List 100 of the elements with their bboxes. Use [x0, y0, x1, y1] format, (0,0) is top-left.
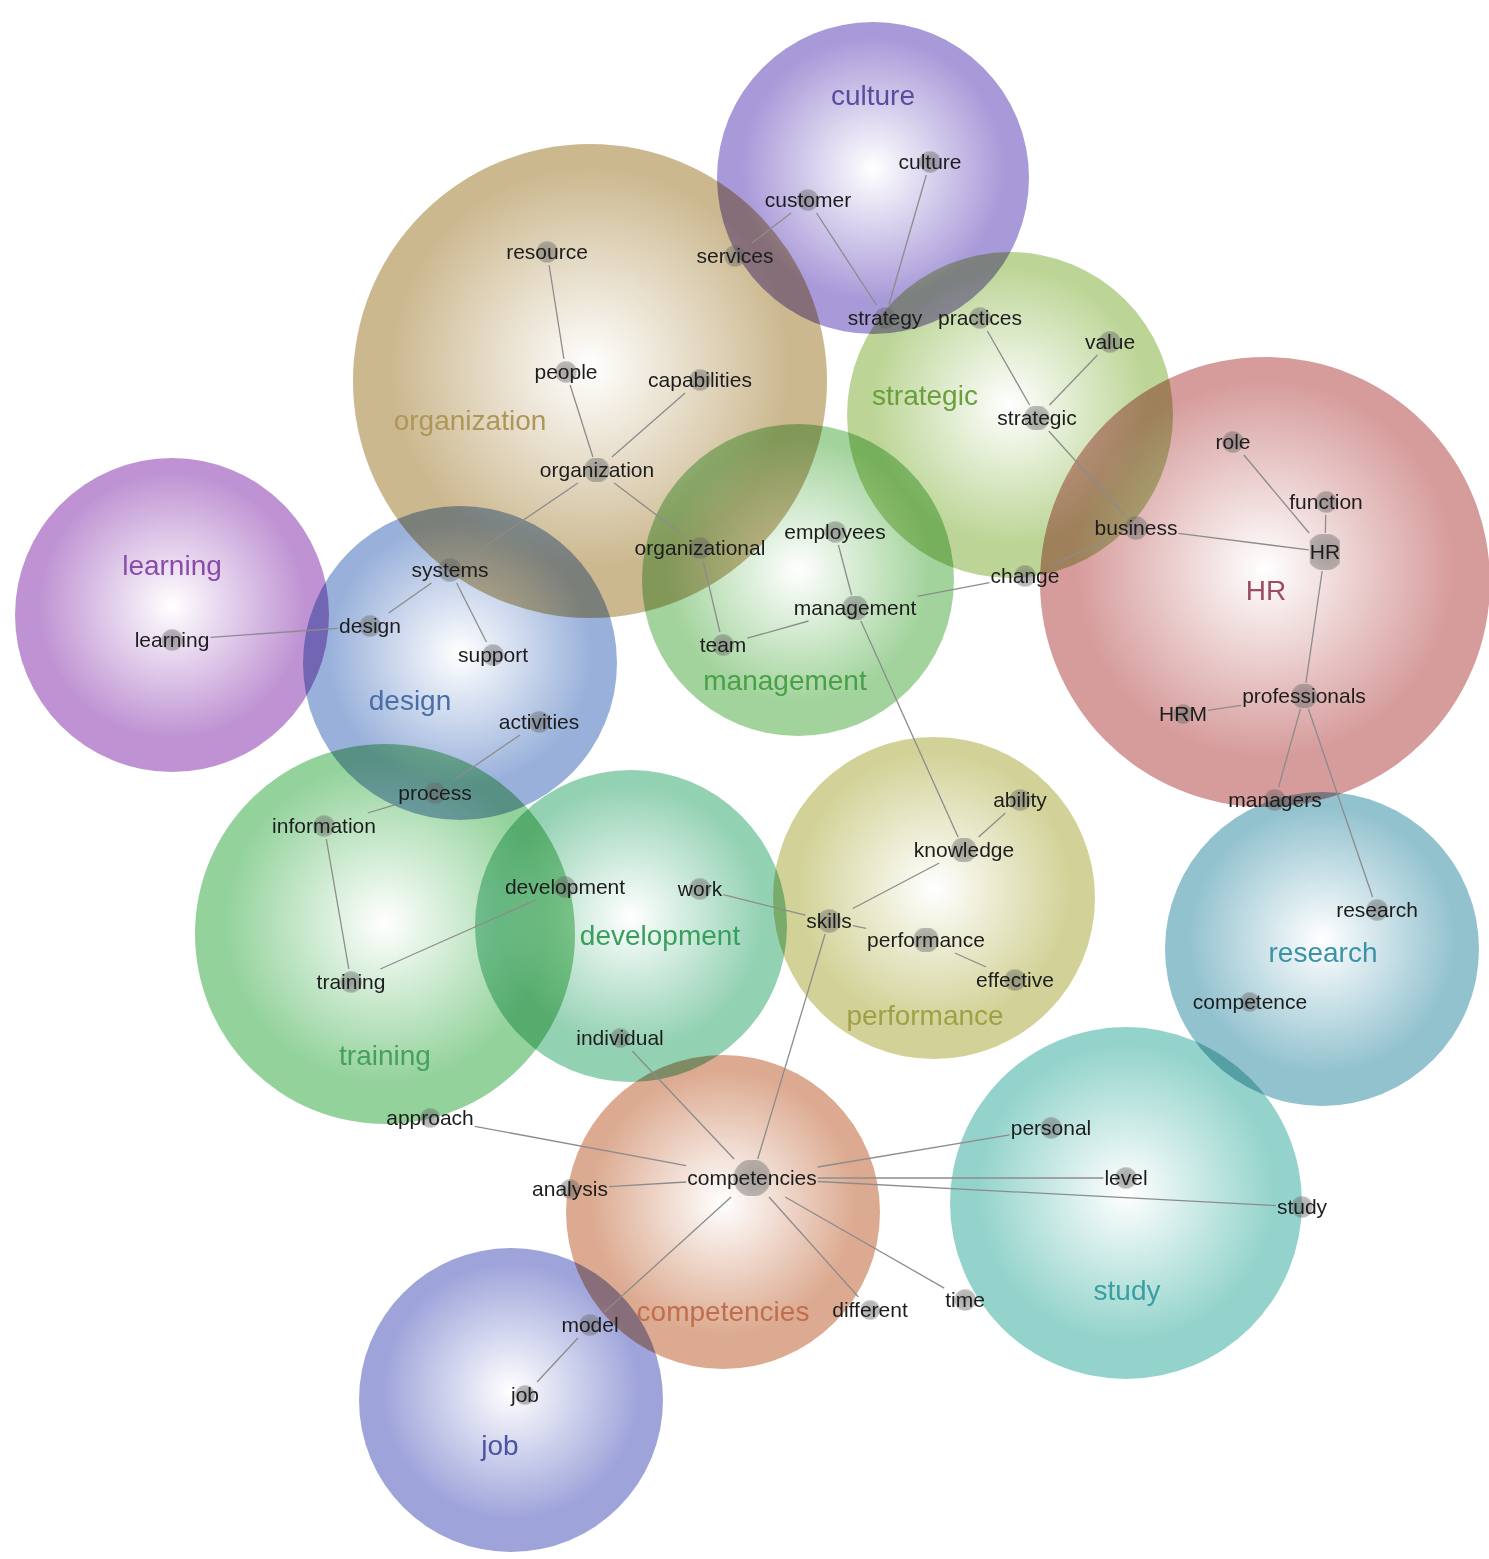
- connector-line: [1054, 540, 1107, 564]
- connector-line: [613, 482, 684, 536]
- connector-line: [548, 264, 565, 360]
- keyword-label: different: [832, 1298, 908, 1322]
- keyword-label: employees: [784, 520, 886, 544]
- keyword-label: ability: [993, 788, 1047, 812]
- keyword-label: competencies: [687, 1160, 817, 1196]
- keyword-label: job: [511, 1383, 539, 1407]
- connector-line: [1243, 454, 1310, 534]
- keyword-label: process: [398, 781, 472, 805]
- theme-label: design: [368, 684, 452, 716]
- connector-line: [631, 1050, 735, 1160]
- connector-line: [536, 1337, 579, 1383]
- keyword-label: change: [990, 564, 1060, 588]
- connector-line: [977, 812, 1007, 838]
- connector-line: [1305, 570, 1323, 684]
- connector-line: [453, 734, 521, 781]
- connector-line: [757, 933, 826, 1160]
- connector-line: [569, 384, 594, 458]
- connector-line: [852, 862, 940, 910]
- connector-line: [817, 1134, 1011, 1168]
- connector-line: [916, 582, 991, 597]
- theme-label: organization: [393, 404, 547, 436]
- connector-line: [455, 582, 488, 643]
- connector-line: [722, 894, 806, 916]
- keyword-label: competence: [1192, 990, 1308, 1014]
- connector-line: [1324, 514, 1327, 534]
- theme-label: job: [481, 1429, 519, 1461]
- keyword-label: knowledge: [913, 838, 1015, 862]
- theme-label: strategic: [872, 379, 978, 411]
- keyword-label: HRM: [1159, 702, 1207, 726]
- keyword-label: analysis: [532, 1177, 608, 1201]
- keyword-label: skills: [806, 909, 852, 933]
- theme-label: development: [579, 919, 741, 951]
- connector-line: [1048, 430, 1125, 516]
- keyword-label: individual: [576, 1026, 664, 1050]
- theme-label: study: [1093, 1274, 1161, 1306]
- connector-line: [702, 560, 721, 633]
- connector-line: [860, 620, 959, 838]
- connector-line: [954, 952, 987, 968]
- keyword-label: team: [699, 633, 747, 657]
- keyword-label: culture: [898, 150, 962, 174]
- keyword-label: activities: [498, 710, 580, 734]
- connector-line: [474, 1125, 687, 1167]
- keyword-label: people: [534, 360, 598, 384]
- theme-label: culture: [831, 79, 915, 111]
- theme-label: learning: [122, 549, 222, 581]
- connector-line: [608, 1181, 687, 1188]
- keyword-label: approach: [386, 1106, 474, 1130]
- connector-line: [1207, 704, 1242, 711]
- connector-line: [387, 582, 433, 614]
- connector-line: [817, 1177, 1105, 1179]
- connector-line: [325, 838, 350, 970]
- theme-label: HR: [1245, 574, 1287, 606]
- connector-line: [852, 925, 867, 929]
- keyword-label: role: [1215, 430, 1251, 454]
- keyword-label: time: [945, 1288, 985, 1312]
- keyword-label: work: [677, 877, 723, 901]
- keyword-label: strategic: [997, 406, 1077, 430]
- keyword-label: management: [793, 596, 917, 620]
- theme-label: research: [1268, 936, 1378, 968]
- theme-label: performance: [846, 999, 1004, 1031]
- keyword-label: level: [1104, 1166, 1148, 1190]
- keyword-label: design: [339, 614, 401, 638]
- connector-line: [603, 1196, 732, 1313]
- keyword-label: information: [272, 814, 376, 838]
- keyword-label: resource: [506, 240, 588, 264]
- keyword-label: business: [1094, 516, 1178, 540]
- connector-line: [784, 1196, 945, 1289]
- keyword-label: model: [561, 1313, 619, 1337]
- keyword-label: learning: [134, 628, 210, 652]
- keyword-label: practices: [938, 306, 1022, 330]
- keyword-label: performance: [867, 928, 985, 952]
- connector-line: [468, 482, 579, 558]
- keyword-label: function: [1289, 490, 1363, 514]
- connector-line: [209, 627, 339, 638]
- connector-line: [1307, 708, 1374, 898]
- keyword-label: study: [1276, 1195, 1328, 1219]
- keyword-label: organization: [539, 458, 655, 482]
- connector-line: [815, 212, 878, 306]
- theme-label: competencies: [636, 1295, 810, 1327]
- keyword-label: research: [1336, 898, 1418, 922]
- connector-line: [888, 174, 927, 306]
- connector-line: [1177, 532, 1310, 551]
- keyword-label: customer: [764, 188, 852, 212]
- theme-label: training: [339, 1039, 431, 1071]
- connector-line: [986, 330, 1031, 406]
- connector-line: [367, 803, 398, 814]
- keyword-label: support: [458, 643, 528, 667]
- connector-line: [817, 1180, 1277, 1207]
- keyword-label: effective: [976, 968, 1054, 992]
- keyword-label: training: [316, 970, 386, 994]
- theme-label: management: [703, 664, 867, 696]
- connector-line: [837, 544, 853, 596]
- connector-line: [751, 212, 792, 244]
- keyword-label: capabilities: [648, 368, 752, 392]
- connector-line: [768, 1196, 860, 1298]
- connector-line: [379, 899, 537, 970]
- keyword-label: value: [1084, 330, 1136, 354]
- connector-line: [1048, 354, 1099, 406]
